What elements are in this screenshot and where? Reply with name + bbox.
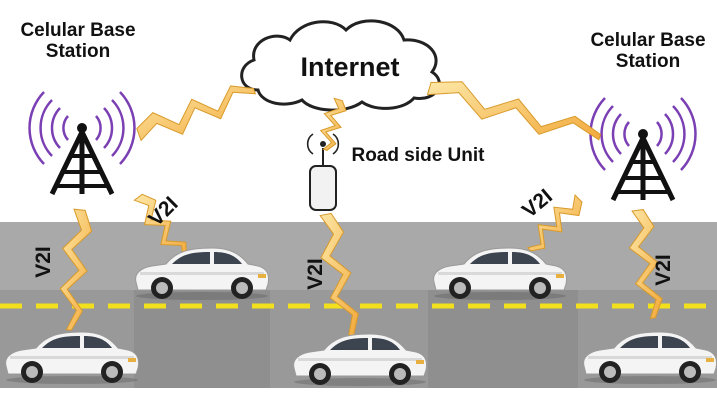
base-station-right-label: Celular Base Station [590, 30, 706, 73]
road-side-unit-antenna-tip [320, 141, 326, 147]
road-side-unit-icon [309, 165, 337, 211]
v2i-bolt [59, 208, 93, 331]
internet-label: Internet [300, 52, 400, 82]
cell-tower-left-icon [52, 123, 112, 194]
road-side-unit-waves [306, 133, 340, 155]
link-bolt-left-internet [136, 85, 257, 142]
link-bolt-right-internet [426, 81, 602, 141]
road-side-unit-label: Road side Unit [351, 145, 485, 166]
v2i-link-label: V2I [303, 258, 327, 290]
v2i-link-label: V2I [651, 254, 675, 286]
cell-tower-right-icon [613, 129, 673, 200]
road-edge [0, 388, 717, 400]
v2i-bolt [628, 209, 663, 320]
v2i-link-label: V2I [31, 246, 55, 278]
link-bolt-rsu-internet [319, 97, 347, 151]
base-station-left-label: Celular Base Station [20, 20, 136, 63]
v2i-bolt [526, 194, 583, 252]
